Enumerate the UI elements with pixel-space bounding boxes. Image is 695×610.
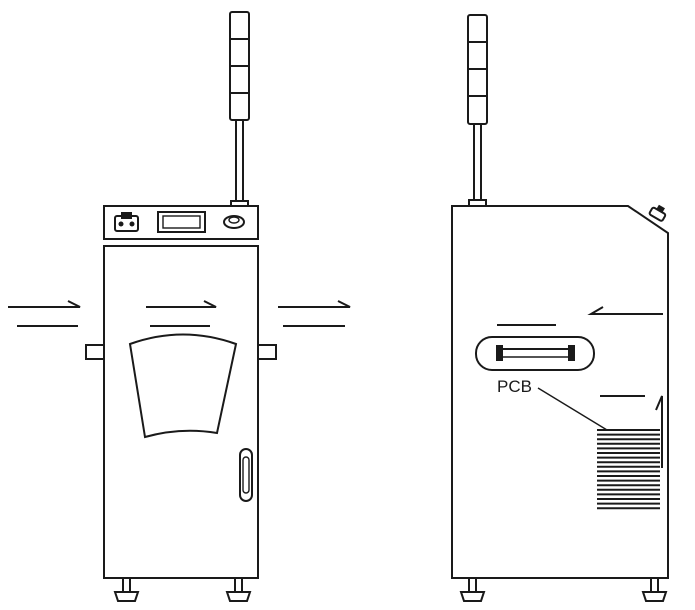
side-handle [475, 336, 595, 371]
front-signal-tower [229, 11, 250, 208]
power-switch-icon [114, 212, 139, 232]
front-view [8, 11, 351, 602]
side-cabinet [451, 205, 669, 579]
side-emergency-button-icon [648, 204, 667, 222]
arrow-right-icon [278, 300, 351, 327]
arrow-right-icon [8, 300, 81, 327]
arrow-right-icon [146, 300, 217, 327]
arrow-up-icon [655, 395, 663, 468]
side-signal-tower [467, 14, 488, 207]
arrow-left-icon [587, 306, 663, 315]
flow-arrows-front [8, 300, 351, 327]
side-view: PCB [451, 14, 669, 602]
pcb-label: PCB [497, 377, 532, 396]
front-conveyor-stub-left [85, 344, 105, 360]
front-conveyor-stub-right [257, 344, 277, 360]
door-handle [239, 448, 253, 502]
side-leveling-feet [459, 577, 668, 602]
display-screen [157, 211, 206, 233]
pcb-stack [597, 429, 660, 510]
front-leveling-feet [113, 577, 252, 602]
front-control-panel [103, 205, 259, 247]
access-door [128, 333, 238, 439]
pcb-leader-line [537, 387, 608, 431]
emergency-button-icon [223, 215, 245, 229]
